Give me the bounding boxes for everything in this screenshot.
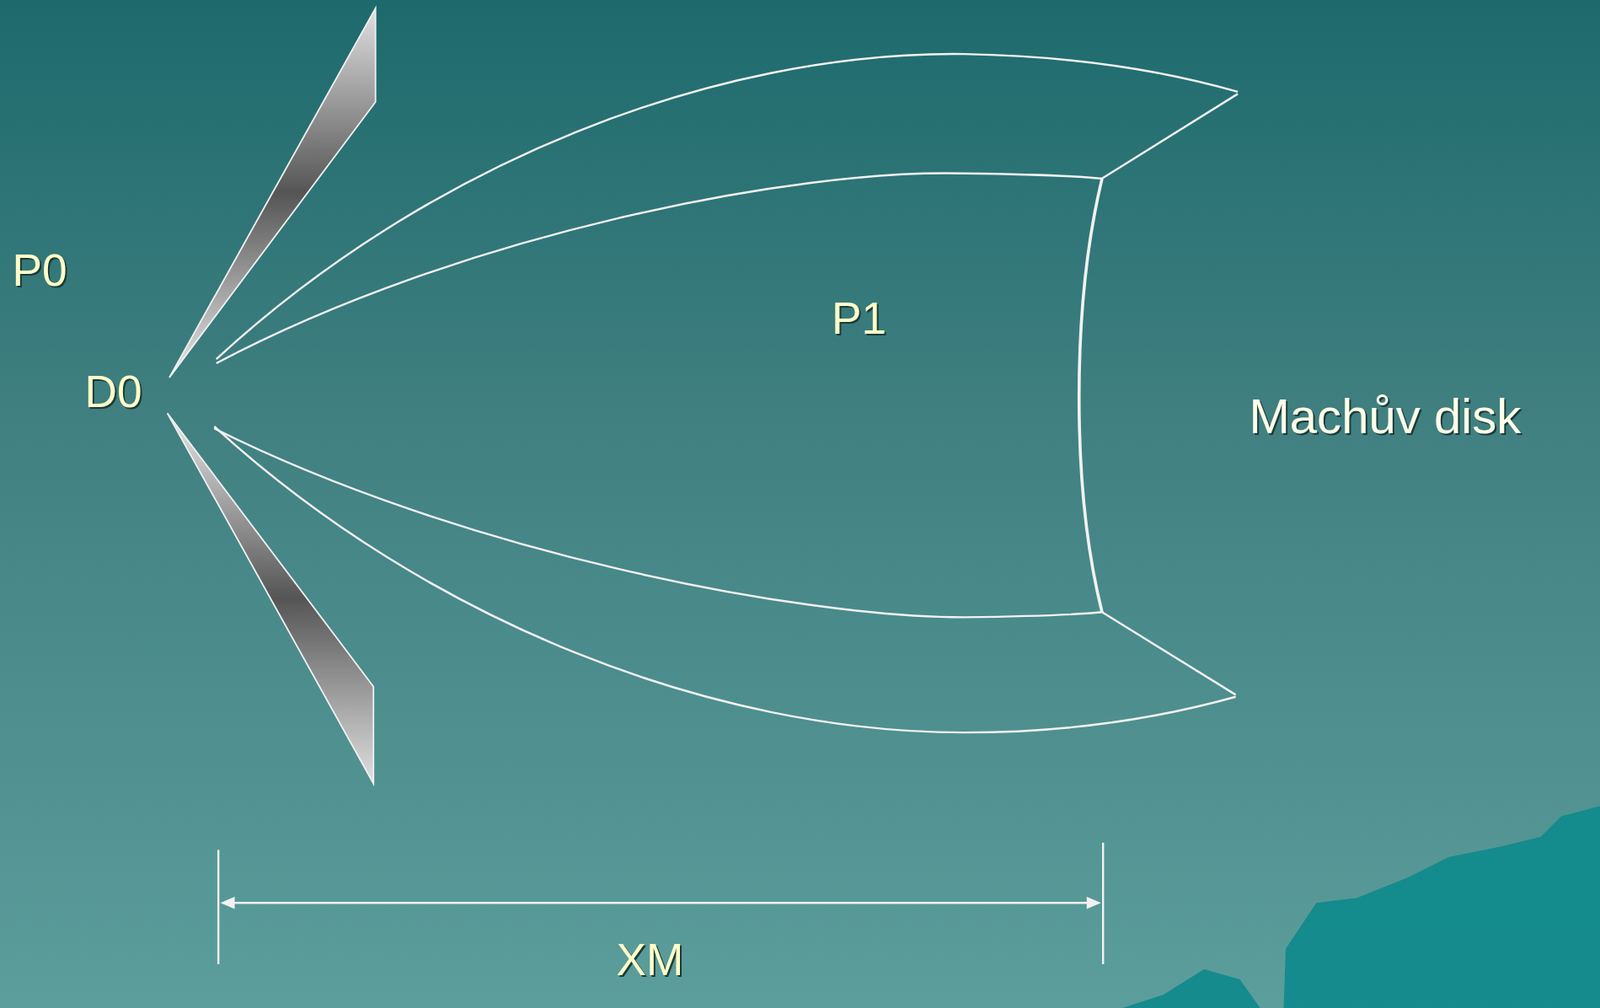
jet-boundary [214, 426, 1236, 733]
barrel-shock [214, 428, 1103, 617]
pressure-label: P1 [831, 295, 887, 341]
pressure-label: P0 [12, 247, 68, 293]
reflected-shock [1102, 93, 1238, 178]
arrowhead [1086, 896, 1102, 910]
diameter-label: D0 [85, 369, 143, 414]
nozzle-wall [167, 412, 375, 783]
decoration [1122, 805, 1600, 1008]
nozzle-wall [169, 8, 376, 378]
mach-disk [1079, 178, 1103, 612]
dimension-label: XM [616, 936, 685, 982]
jet-boundary [216, 53, 1238, 359]
dimension-line [222, 901, 1099, 904]
dimension-extension [217, 849, 220, 964]
reflected-shock [1102, 611, 1237, 695]
arrowhead [220, 896, 236, 910]
barrel-shock [216, 172, 1103, 363]
mach-disk-label: Machův disk [1248, 391, 1521, 441]
dimension-extension [1102, 842, 1104, 964]
